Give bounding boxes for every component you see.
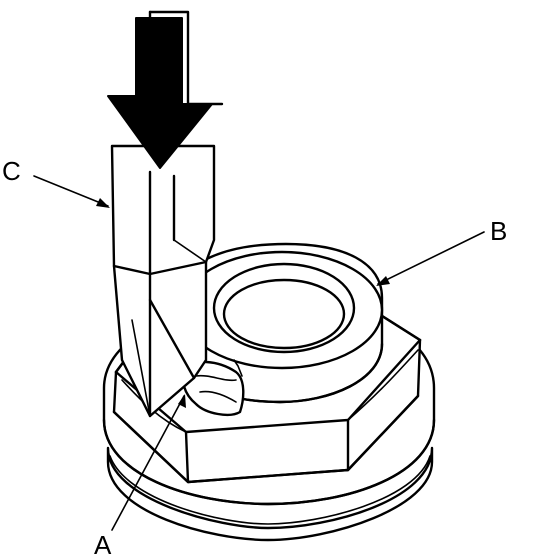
leader-lines <box>33 175 485 531</box>
callout-a-label: A <box>94 530 112 560</box>
punch-tool <box>110 144 216 418</box>
callout-c-label: C <box>2 156 21 186</box>
staked-collar <box>174 242 384 404</box>
staked-dimple <box>182 360 245 416</box>
callout-b-label: B <box>490 216 507 246</box>
force-arrow-icon <box>107 10 224 169</box>
